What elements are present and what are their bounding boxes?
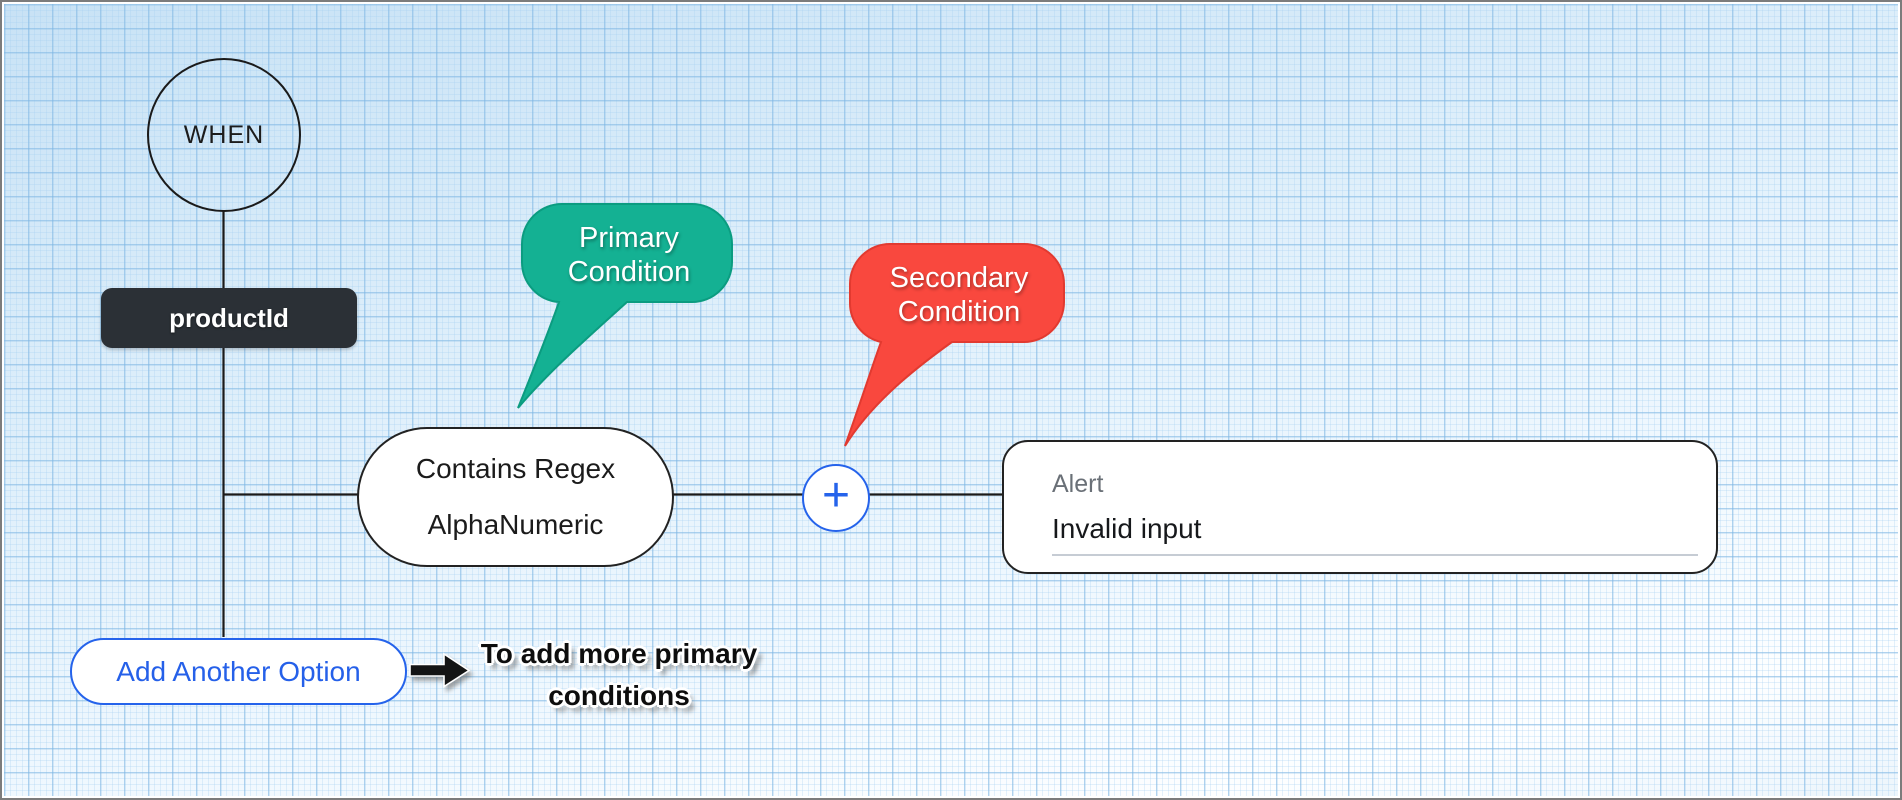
condition-line2: AlphaNumeric: [427, 509, 604, 540]
add-secondary-condition-button[interactable]: +: [802, 464, 870, 532]
connector-layer: [222, 203, 1065, 688]
product-field-node[interactable]: productId: [101, 288, 357, 348]
product-field-label: productId: [169, 302, 289, 333]
condition-line1: Contains Regex: [415, 453, 616, 484]
alert-input-underline: [1052, 554, 1698, 556]
annotation-line1: To add more primary: [480, 638, 758, 669]
annotation-text: To add more primary conditions: [459, 633, 779, 717]
alert-node[interactable]: Alert Invalid input: [1002, 440, 1718, 574]
add-another-option-button[interactable]: Add Another Option: [70, 638, 407, 705]
when-node[interactable]: WHEN: [147, 58, 301, 212]
alert-value-input[interactable]: Invalid input: [1052, 513, 1202, 544]
add-another-option-label: Add Another Option: [116, 655, 361, 687]
arrow-icon: [409, 652, 471, 688]
alert-label: Alert: [1052, 470, 1104, 498]
secondary-callout-bubble: [844, 243, 1065, 447]
rule-builder-canvas: WHEN productId Contains Regex AlphaNumer…: [4, 4, 1898, 796]
when-label: WHEN: [183, 120, 265, 149]
condition-node[interactable]: Contains Regex AlphaNumeric: [357, 427, 674, 567]
primary-callout-bubble: [517, 203, 733, 409]
annotation-line2: conditions: [548, 680, 690, 711]
